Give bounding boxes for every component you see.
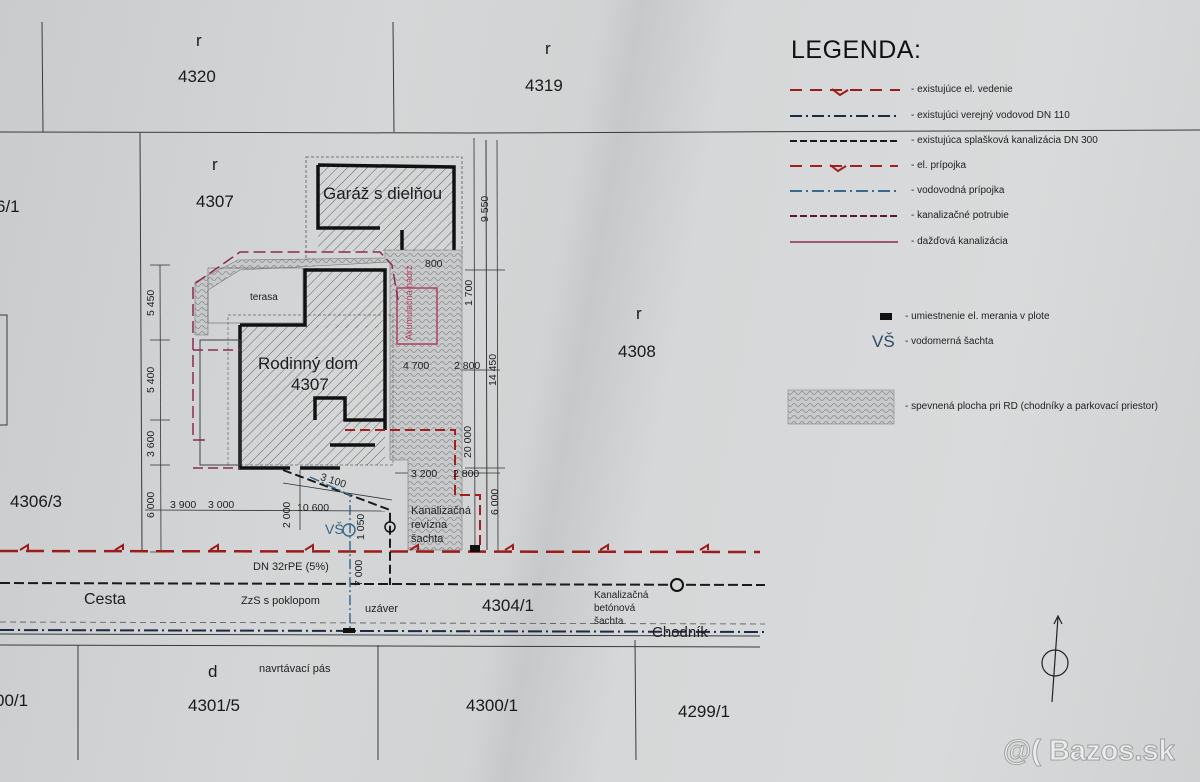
legend-item-paved-area: - spevnená plocha pri RD (chodníky a par…	[905, 401, 1158, 412]
dim-4700: 4 700	[403, 360, 430, 372]
dim-3200: 3 200	[411, 468, 438, 480]
accumulation-tank	[396, 287, 438, 345]
zzs-label: ZzS s poklopom	[241, 595, 320, 607]
parcel-4320: 4320	[178, 67, 216, 86]
sidewalk-label: Chodník	[652, 624, 708, 641]
meter-box-icon	[470, 545, 480, 552]
parcel-4300-1-left: 00/1	[0, 691, 29, 710]
water-connection-line	[309, 476, 351, 628]
dim-1700: 1 700	[463, 279, 475, 306]
dim-6000-right: 6 000	[489, 488, 501, 515]
parcel-4319-use: r	[545, 39, 551, 58]
parcel-4308-use: r	[636, 304, 642, 323]
legend-item-water-meter-shaft: - vodomerná šachta	[905, 336, 994, 347]
garage-label: Garáž s dielňou	[323, 184, 443, 203]
dim-10600: 10 600	[297, 502, 330, 514]
existing-sewer-line	[0, 582, 766, 586]
existing-water-main-line	[0, 629, 766, 633]
water-meter-shaft-icon	[342, 523, 356, 537]
concrete-shaft-label-1: Kanalizačná	[594, 590, 649, 601]
accumulation-tank-label: Akumulačná nádrž	[404, 265, 414, 340]
legend-item-existing-electric: - existujúce el. vedenie	[911, 84, 1013, 95]
parcel-4320-use: r	[196, 31, 202, 50]
legend-item-meter-box: - umiestnenie el. merania v plote	[905, 311, 1050, 322]
dim-3000: 3 000	[208, 499, 235, 511]
parcel-boundaries	[0, 21, 1200, 761]
sewer-connection-line	[282, 469, 391, 585]
legend-item-existing-water-main: - existujúci verejný vodovod DN 110	[911, 110, 1070, 121]
dim-2000: 2 000	[281, 501, 293, 528]
dim-7000: 7 000	[353, 559, 365, 586]
legend-symbols	[787, 88, 900, 425]
parcel-4300-1: 4300/1	[466, 696, 518, 715]
concrete-shaft-label-2: betónová	[594, 603, 636, 614]
parcel-4307: 4307	[196, 192, 234, 211]
legend-item-existing-sewer: - existujúca splašková kanalizácia DN 30…	[911, 135, 1098, 146]
existing-electric-line	[0, 549, 761, 554]
dim-2800-a: 2 800	[454, 360, 481, 372]
revision-shaft-icon	[384, 521, 396, 533]
dim-14450: 14 450	[487, 353, 499, 386]
parcel-4319: 4319	[525, 76, 563, 95]
parcel-4308: 4308	[618, 342, 656, 361]
parcel-4301-5: 4301/5	[188, 696, 240, 715]
dim-5450: 5 450	[145, 289, 157, 316]
dim-1050: 1 050	[355, 513, 367, 540]
legend-item-water-connection: - vodovodná prípojka	[911, 185, 1005, 196]
rain-sewer-line	[192, 251, 399, 441]
dim-20000: 20 000	[462, 425, 474, 458]
house-building	[199, 267, 394, 470]
dim-6000-left: 6 000	[145, 491, 157, 518]
electric-connection-line	[345, 429, 481, 550]
concrete-shaft-icon	[670, 578, 684, 592]
legend-vs-symbol: VŠ	[872, 332, 895, 351]
parcel-4299-1: 4299/1	[678, 702, 730, 721]
parcel-4304-1: 4304/1	[482, 596, 534, 615]
road-label: Cesta	[84, 591, 126, 608]
dim-2800-b: 2 800	[453, 468, 480, 480]
dim-9550: 9 550	[479, 195, 491, 222]
parcel-4307-use: r	[212, 155, 218, 174]
watermark: @( Bazos.sk	[1003, 735, 1176, 767]
legend-item-rain-sewer: - dažďová kanalizácia	[911, 236, 1008, 247]
concrete-shaft-label-3: šachta	[594, 616, 624, 627]
terrace-label: terasa	[250, 292, 278, 303]
revision-shaft-label-3: šachta	[411, 533, 444, 545]
legend-item-electric-connection: - el. prípojka	[911, 160, 967, 171]
dim-800: 800	[425, 258, 443, 270]
valve-label: uzáver	[365, 603, 399, 615]
dim-5400: 5 400	[145, 366, 157, 393]
dim-3900: 3 900	[170, 499, 197, 511]
water-meter-shaft-label: VŠ	[325, 521, 344, 537]
house-parcel-label: 4307	[291, 375, 329, 394]
parcel-4306-3: 4306/3	[10, 492, 62, 511]
pipe-label: DN 32rPE (5%)	[253, 561, 329, 573]
dim-3600: 3 600	[145, 430, 157, 457]
parcel-4301-5-use: d	[208, 662, 218, 681]
parcel-6-1: 6/1	[0, 197, 20, 216]
house-label: Rodinný dom	[258, 354, 359, 373]
garage-building	[305, 156, 463, 260]
revision-shaft-label-1: Kanalizačná	[411, 505, 471, 517]
north-arrow-icon	[1041, 614, 1069, 703]
legend-item-sewer-pipe: - kanalizačné potrubie	[911, 210, 1009, 221]
tapping-sleeve-label: navrtávací pás	[259, 663, 331, 675]
revision-shaft-label-2: revízna	[411, 519, 448, 531]
legend-title: LEGENDA:	[791, 36, 922, 64]
